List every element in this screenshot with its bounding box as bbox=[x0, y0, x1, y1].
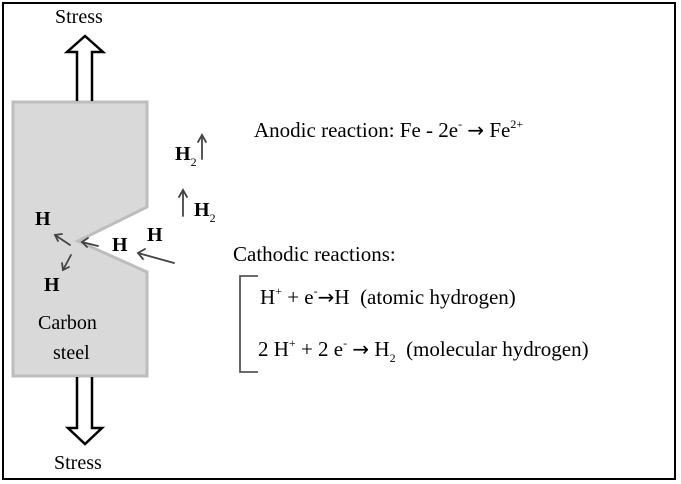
r1-lhs-h: H bbox=[260, 285, 276, 309]
carbon-steel-block bbox=[11, 100, 149, 378]
cathodic-bracket bbox=[239, 275, 258, 373]
cathodic-reaction-1: H+ + e-→H (atomic hydrogen) bbox=[260, 284, 516, 310]
h2-lower-base: H bbox=[194, 199, 210, 221]
h2-upper-base: H bbox=[175, 143, 191, 165]
cathodic-reaction-2: 2 H+ + 2 e- → H2 (molecular hydrogen) bbox=[258, 336, 589, 366]
r1-e-sup: - bbox=[313, 284, 318, 298]
h2-label-lower: H2 bbox=[194, 199, 216, 226]
r2-plus-e: + 2 e bbox=[295, 337, 344, 361]
reaction-arrow-icon: → bbox=[352, 337, 370, 361]
h2-lower-sub: 2 bbox=[209, 211, 216, 225]
r1-product: H bbox=[334, 285, 350, 309]
stress-label-top: Stress bbox=[55, 6, 103, 28]
h2-label-upper: H2 bbox=[175, 143, 197, 170]
reaction-arrow-icon: → bbox=[317, 285, 335, 309]
anodic-product: Fe bbox=[489, 118, 511, 142]
r2-product: H bbox=[374, 337, 390, 361]
h-label-outside: H bbox=[147, 224, 163, 246]
r2-lhs-sup: + bbox=[288, 336, 296, 350]
h-approach-arrow-icon bbox=[136, 248, 175, 264]
r2-lhs-h: 2 H bbox=[258, 337, 289, 361]
reaction-arrow-icon: → bbox=[467, 118, 485, 142]
h-entry-arrow-icon bbox=[80, 237, 99, 248]
stress-label-bottom: Stress bbox=[54, 452, 102, 474]
r1-lhs-sup: + bbox=[275, 284, 282, 298]
anodic-product-sup: 2+ bbox=[510, 117, 524, 131]
h-label-upper-left: H bbox=[35, 208, 51, 230]
figure-frame bbox=[2, 2, 676, 480]
r2-e-sup: - bbox=[343, 336, 348, 350]
h-label-crack: H bbox=[112, 234, 128, 256]
stress-arrow-up-icon bbox=[63, 34, 107, 101]
r1-note: (atomic hydrogen) bbox=[360, 285, 516, 309]
h2-rising-arrow-lower-icon bbox=[178, 188, 188, 217]
cathodic-title: Cathodic reactions: bbox=[233, 242, 396, 266]
stress-arrow-down-icon bbox=[64, 377, 106, 446]
h2-upper-sub: 2 bbox=[190, 155, 197, 169]
material-label-line2: steel bbox=[53, 342, 90, 364]
anodic-reaction: Anodic reaction: Fe - 2e- → Fe2+ bbox=[254, 117, 523, 143]
anodic-e-sup: - bbox=[458, 117, 463, 131]
r2-note: (molecular hydrogen) bbox=[406, 337, 589, 361]
anodic-prefix: Anodic reaction: Fe - 2e bbox=[254, 118, 459, 142]
h-diffusion-arrow-upleft-icon bbox=[53, 233, 71, 246]
r2-product-sub: 2 bbox=[389, 351, 396, 365]
h2-rising-arrow-upper-icon bbox=[197, 133, 207, 160]
h-label-lower-left: H bbox=[44, 274, 60, 296]
r1-plus-e: + e bbox=[281, 285, 314, 309]
h-diffusion-arrow-downleft-icon bbox=[61, 254, 72, 272]
material-label-line1: Carbon bbox=[38, 312, 97, 334]
